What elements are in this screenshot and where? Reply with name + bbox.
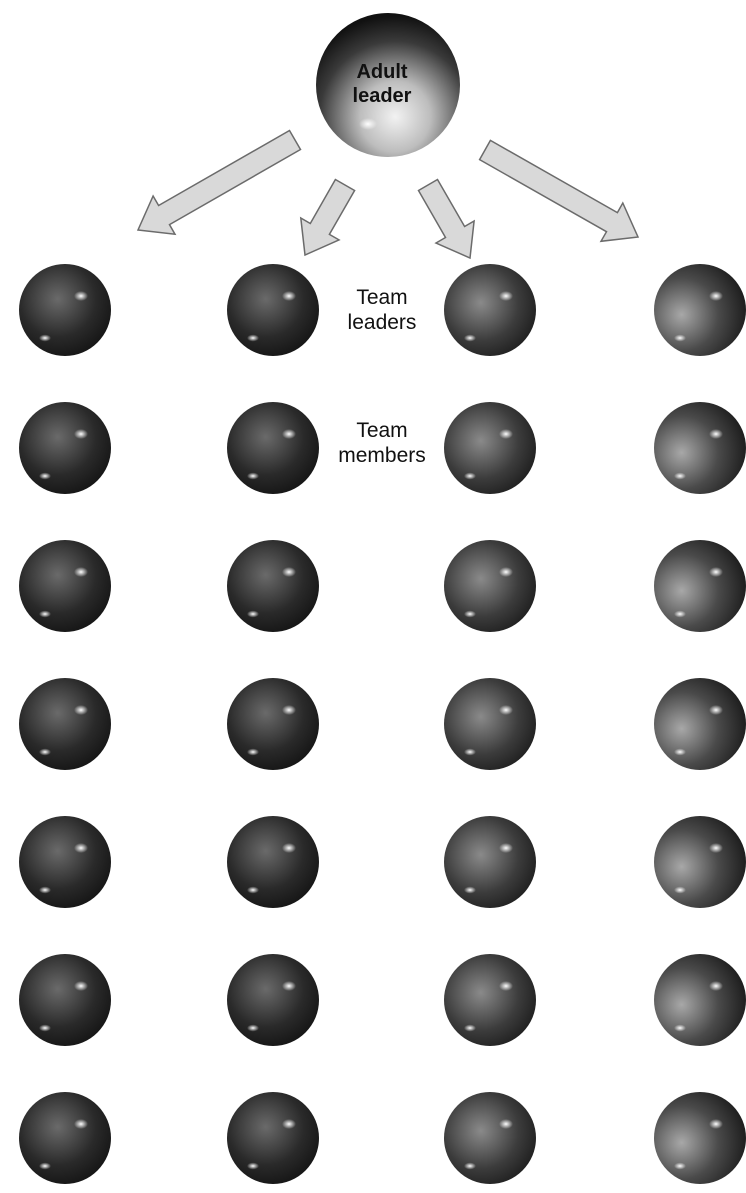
team-1-member-6-sphere (19, 1092, 111, 1184)
team-4-leader-sphere (654, 264, 746, 356)
arrows-group (136, 129, 640, 260)
team-2-member-6-sphere (227, 1092, 319, 1184)
arrow-to-team-1 (136, 129, 302, 236)
team-3-member-4-sphere (444, 816, 536, 908)
team-2-member-3-sphere (227, 678, 319, 770)
team-2-leader-sphere (227, 264, 319, 356)
team-4-member-3-sphere (654, 678, 746, 770)
team-2-member-1-sphere (227, 402, 319, 494)
team-3-member-2-sphere (444, 540, 536, 632)
team-3-member-1-sphere (444, 402, 536, 494)
team-1-member-5-sphere (19, 954, 111, 1046)
team-4-member-5-sphere (654, 954, 746, 1046)
team-4-member-4-sphere (654, 816, 746, 908)
team-3-member-5-sphere (444, 954, 536, 1046)
team-1-member-1-sphere (19, 402, 111, 494)
team-1-member-4-sphere (19, 816, 111, 908)
adult-leader-sphere (316, 13, 460, 157)
team-1-leader-sphere (19, 264, 111, 356)
arrow-to-team-2 (299, 178, 356, 257)
arrow-to-team-4 (478, 139, 640, 243)
team-2-member-4-sphere (227, 816, 319, 908)
team-4-member-1-sphere (654, 402, 746, 494)
arrow-to-team-3 (417, 178, 476, 260)
team-spheres-group (19, 264, 746, 1184)
team-4-member-6-sphere (654, 1092, 746, 1184)
team-1-member-2-sphere (19, 540, 111, 632)
team-2-member-5-sphere (227, 954, 319, 1046)
team-1-member-3-sphere (19, 678, 111, 770)
team-3-member-6-sphere (444, 1092, 536, 1184)
team-2-member-2-sphere (227, 540, 319, 632)
team-3-leader-sphere (444, 264, 536, 356)
team-3-member-3-sphere (444, 678, 536, 770)
team-4-member-2-sphere (654, 540, 746, 632)
